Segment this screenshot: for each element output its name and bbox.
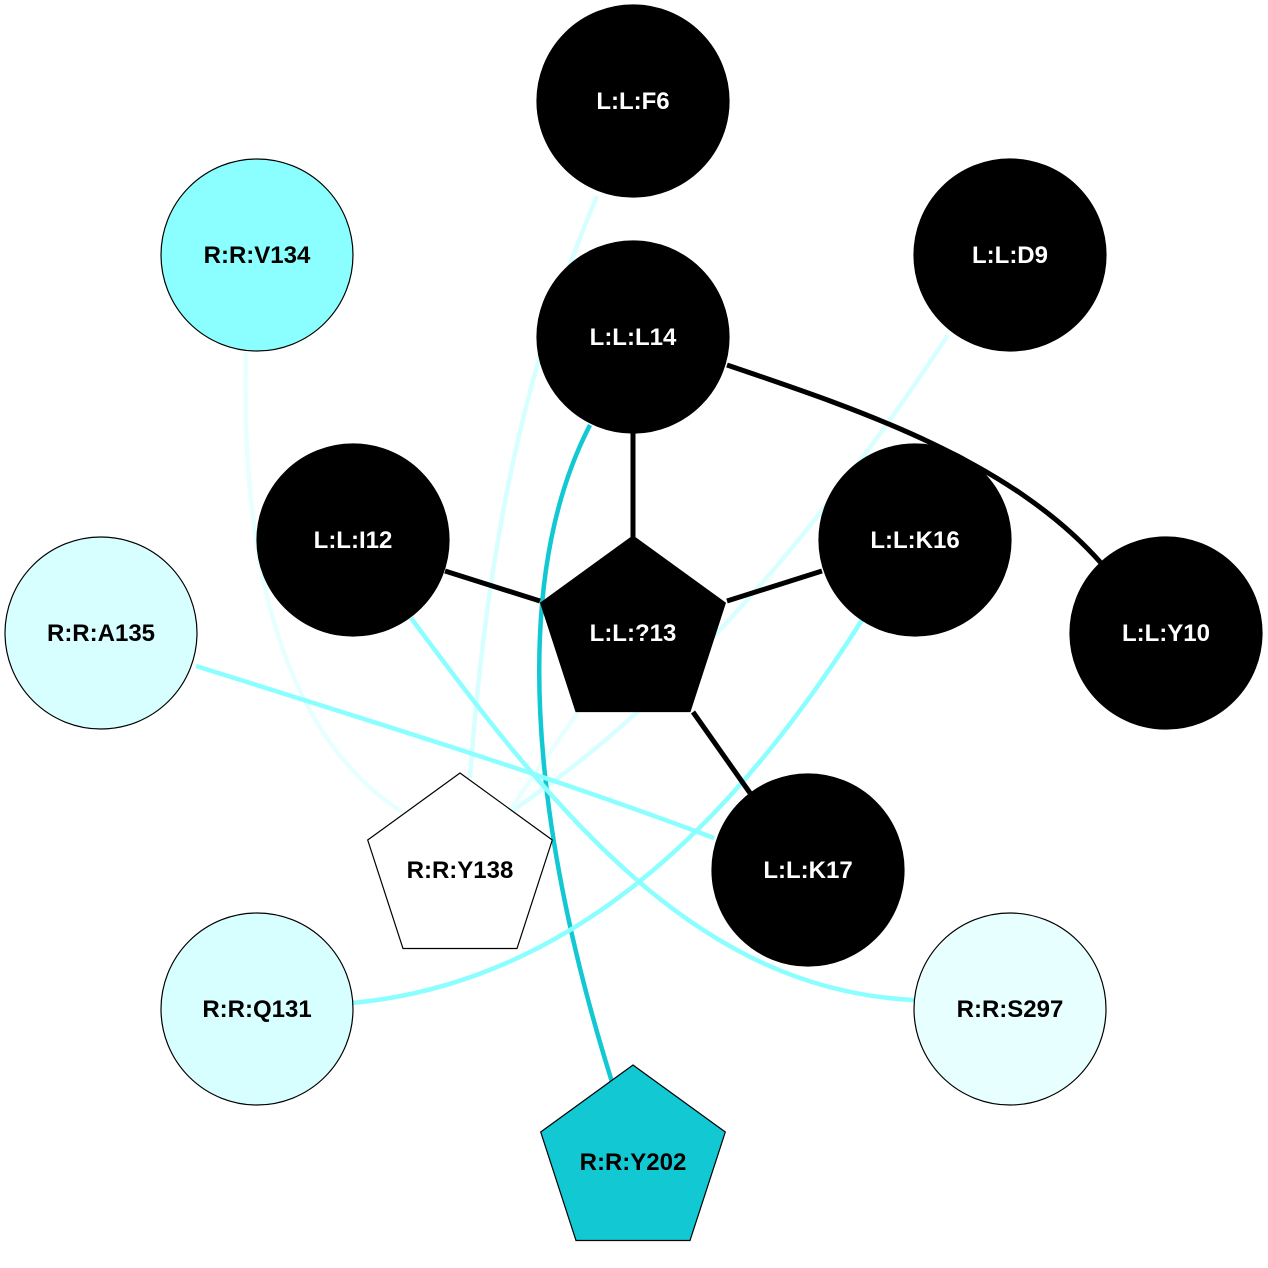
node-i12: L:L:I12 — [256, 443, 450, 637]
node-pentagon — [539, 535, 727, 713]
edge-a135-k17 — [195, 663, 715, 841]
node-label: R:R:V134 — [204, 242, 311, 269]
node-circle — [160, 912, 354, 1106]
node-label: L:L:?13 — [590, 620, 677, 647]
node-label: L:L:F6 — [596, 88, 669, 115]
node-circle — [4, 536, 198, 730]
node-circle — [536, 4, 730, 198]
node-circle — [256, 443, 450, 637]
node-pentagon — [539, 1064, 727, 1242]
node-y202: R:R:Y202 — [539, 1064, 727, 1242]
edge-k16-q13 — [726, 568, 823, 604]
node-y138: R:R:Y138 — [366, 772, 554, 950]
node-l14: L:L:L14 — [536, 240, 730, 434]
node-label: L:L:K16 — [870, 527, 959, 554]
node-label: L:L:D9 — [972, 242, 1048, 269]
node-f6: L:L:F6 — [536, 4, 730, 198]
edge-f6-y138 — [467, 195, 600, 779]
edges-layer — [195, 195, 1103, 1083]
node-label: R:R:Q131 — [202, 996, 311, 1023]
node-d9: L:L:D9 — [913, 158, 1107, 352]
node-label: L:L:I12 — [314, 527, 393, 554]
node-circle — [818, 443, 1012, 637]
edge-i12-q13 — [444, 568, 541, 604]
node-q131: R:R:Q131 — [160, 912, 354, 1106]
node-circle — [913, 158, 1107, 352]
node-k16: L:L:K16 — [818, 443, 1012, 637]
node-pentagon — [366, 772, 554, 950]
node-label: L:L:L14 — [590, 324, 677, 351]
edge-l14-y10 — [726, 362, 1103, 565]
node-y10: L:L:Y10 — [1069, 536, 1263, 730]
edge-l14-y202 — [537, 423, 615, 1083]
node-label: R:R:S297 — [957, 996, 1064, 1023]
node-label: R:R:A135 — [47, 620, 155, 647]
node-s297: R:R:S297 — [913, 912, 1107, 1106]
node-circle — [536, 240, 730, 434]
edge-v134-y138 — [243, 351, 404, 814]
node-label: R:R:Y202 — [580, 1149, 687, 1176]
node-circle — [160, 158, 354, 352]
node-label: L:L:Y10 — [1122, 620, 1210, 647]
node-a135: R:R:A135 — [4, 536, 198, 730]
node-v134: R:R:V134 — [160, 158, 354, 352]
edge-q13-k17 — [690, 710, 753, 795]
edge-k16-q131 — [351, 618, 864, 1006]
edge-d9-y138 — [508, 333, 950, 814]
node-circle — [711, 773, 905, 967]
node-q13: L:L:?13 — [539, 535, 727, 713]
node-label: L:L:K17 — [763, 857, 852, 884]
node-circle — [913, 912, 1107, 1106]
node-circle — [1069, 536, 1263, 730]
node-label: R:R:Y138 — [407, 857, 514, 884]
node-k17: L:L:K17 — [711, 773, 905, 967]
